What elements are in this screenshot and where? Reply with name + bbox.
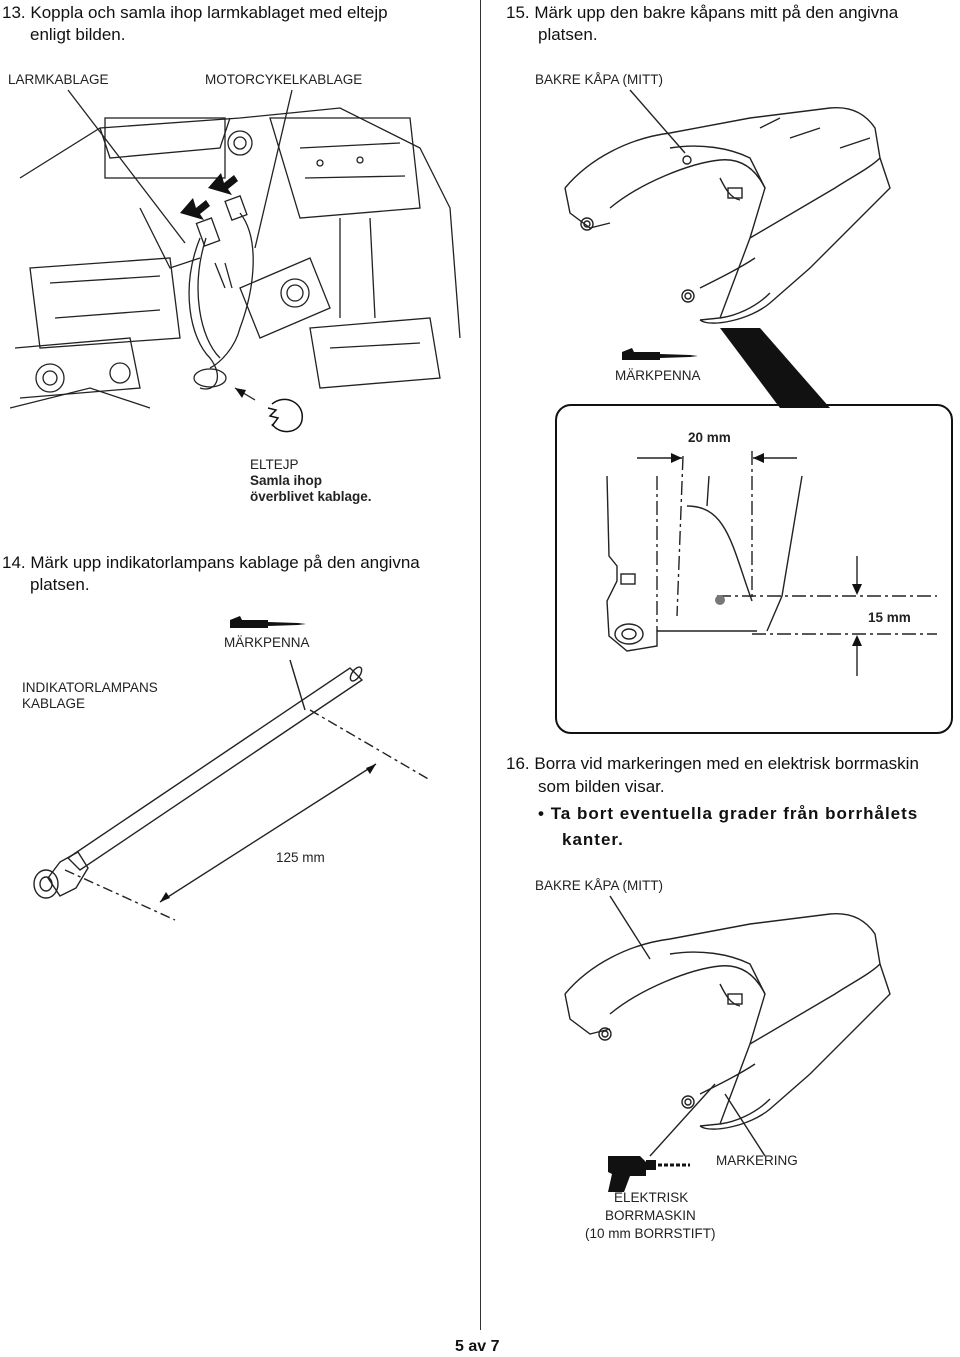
indicator-harness-illustration [33,659,431,921]
step-14-line2: platsen. [30,575,90,594]
step-15-text: 15. Märk upp den bakre kåpans mitt på de… [506,2,898,24]
step-16-number: 16. [506,754,530,773]
label-indicator-harness-1: INDIKATORLAMPANS [22,680,158,695]
step-13-text: 13. Koppla och samla ihop larmkablaget m… [2,2,388,24]
step-15-line2: platsen. [538,25,598,44]
step-16-line2: som bilden visar. [538,777,665,796]
column-divider [480,0,481,1330]
step-16-bullet: • Ta bort eventuella grader från borrhål… [538,802,918,826]
marker-pen-icon [230,616,306,628]
step-16-line1: Borra vid markeringen med en elektrisk b… [534,754,919,773]
detail-box [555,404,953,734]
rear-cover-illustration [564,89,891,408]
bullet-dot: • [538,804,545,823]
label-indicator-harness-2: KABLAGE [22,696,86,711]
rear-cover-drill-illustration [564,895,891,1192]
step-16-text: 16. Borra vid markeringen med en elektri… [506,753,919,775]
label-rear-cover-bottom: BAKRE KÅPA (MITT) [535,878,664,893]
label-marking: MARKERING [716,1153,798,1168]
bullet-line1: Ta bort eventuella grader från borrhålet… [550,804,919,823]
label-dimension-20: 20 mm [688,430,731,445]
label-drill-3: (10 mm BORRSTIFT) [585,1226,716,1241]
bullet-line2: kanter. [562,830,624,849]
label-marker-pen-right: MÄRKPENNA [615,368,701,383]
detail-drawing [606,451,937,676]
marker-pen-icon-right [622,348,698,360]
step-14-line1: Märk upp indikatorlampans kablage på den… [30,553,420,572]
step-15-number: 15. [506,3,530,22]
label-tape-note-2: överblivet kablage. [250,489,372,504]
label-motorcycle-harness: MOTORCYKELKABLAGE [205,72,363,87]
step-15-line1: Märk upp den bakre kåpans mitt på den an… [534,3,899,22]
label-alarm-harness: LARMKABLAGE [8,72,109,87]
step-14-number: 14. [2,553,26,572]
step-14-text: 14. Märk upp indikatorlampans kablage på… [2,552,420,574]
step-13-number: 13. [2,3,26,22]
label-drill-1: ELEKTRISK [614,1190,689,1205]
label-drill-2: BORRMASKIN [605,1208,696,1223]
step-13-line1: Koppla och samla ihop larmkablaget med e… [30,3,388,22]
label-dimension-15: 15 mm [868,610,911,625]
page-number: 5 av 7 [455,1338,500,1355]
label-tape: ELTEJP [250,457,299,472]
step-13-line2: enligt bilden. [30,25,126,44]
label-rear-cover-top: BAKRE KÅPA (MITT) [535,72,664,87]
harness-illustration [10,89,461,433]
label-marker-pen-left: MÄRKPENNA [224,635,310,650]
label-dimension-125: 125 mm [276,850,325,865]
label-tape-note-1: Samla ihop [250,473,323,488]
